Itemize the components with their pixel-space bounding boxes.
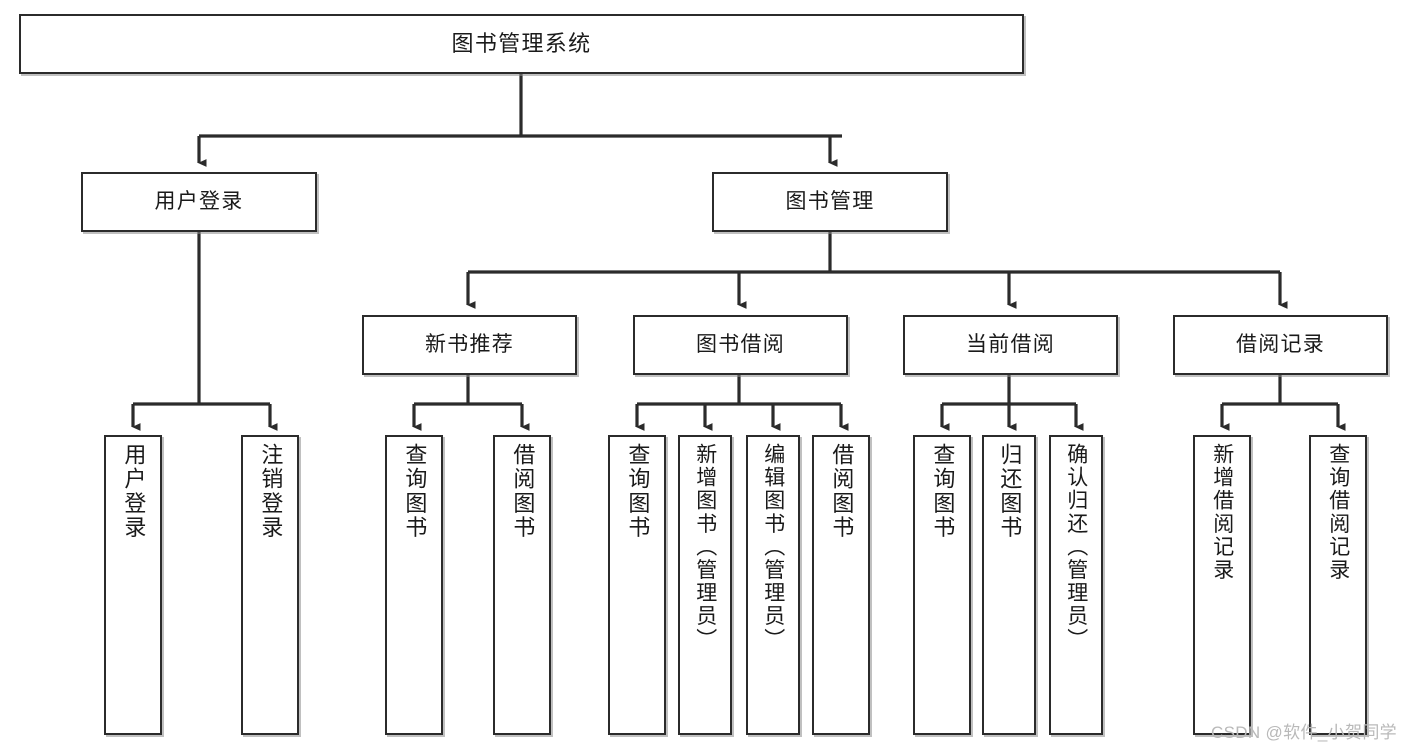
- node-label: 图书管理: [785, 189, 875, 213]
- node-label: 借阅记录: [1235, 332, 1326, 356]
- leaf-current-borrow-return[interactable]: 归还图书: [982, 435, 1036, 735]
- node-label: 借阅图书: [510, 443, 536, 540]
- leaf-book-borrow-borrow[interactable]: 借阅图书: [812, 435, 870, 735]
- leaf-new-book-borrow[interactable]: 借阅图书: [493, 435, 551, 735]
- node-current-borrow[interactable]: 当前借阅: [903, 315, 1118, 375]
- node-label: 用户登录: [154, 189, 244, 213]
- node-label: 用户登录: [121, 443, 147, 540]
- node-label: 查询图书: [930, 443, 956, 540]
- leaf-user-login-logout[interactable]: 注销登录: [241, 435, 299, 735]
- node-book-management[interactable]: 图书管理: [712, 172, 948, 232]
- node-label: 查询借阅记录: [1326, 443, 1350, 582]
- node-label: 新增借阅记录: [1210, 443, 1234, 582]
- leaf-current-borrow-query[interactable]: 查询图书: [913, 435, 971, 735]
- node-label: 确认归还（管理员）: [1064, 443, 1088, 651]
- watermark-text: CSDN @软件_小贺同学: [1210, 723, 1397, 742]
- leaf-book-borrow-add[interactable]: 新增图书（管理员）: [678, 435, 732, 735]
- leaf-book-borrow-edit[interactable]: 编辑图书（管理员）: [746, 435, 800, 735]
- node-book-borrow[interactable]: 图书借阅: [633, 315, 848, 375]
- leaf-current-borrow-confirm[interactable]: 确认归还（管理员）: [1049, 435, 1103, 735]
- node-label: 归还图书: [997, 443, 1023, 540]
- leaf-user-login-login[interactable]: 用户登录: [104, 435, 162, 735]
- node-borrow-record[interactable]: 借阅记录: [1173, 315, 1388, 375]
- node-label: 借阅图书: [829, 443, 855, 540]
- leaf-new-book-query[interactable]: 查询图书: [385, 435, 443, 735]
- node-label: 查询图书: [402, 443, 428, 540]
- node-label: 新书推荐: [424, 332, 515, 356]
- node-label: 当前借阅: [965, 332, 1056, 356]
- leaf-borrow-record-query[interactable]: 查询借阅记录: [1309, 435, 1367, 735]
- node-new-book-recommend[interactable]: 新书推荐: [362, 315, 577, 375]
- leaf-borrow-record-add[interactable]: 新增借阅记录: [1193, 435, 1251, 735]
- node-user-login[interactable]: 用户登录: [81, 172, 317, 232]
- node-label: 新增图书（管理员）: [693, 443, 717, 651]
- node-root-system[interactable]: 图书管理系统: [19, 14, 1024, 74]
- node-label: 编辑图书（管理员）: [761, 443, 785, 651]
- node-label: 注销登录: [258, 443, 284, 540]
- node-label: 图书借阅: [695, 332, 786, 356]
- node-label: 图书管理系统: [451, 30, 592, 56]
- leaf-book-borrow-query[interactable]: 查询图书: [608, 435, 666, 735]
- node-label: 查询图书: [625, 443, 651, 540]
